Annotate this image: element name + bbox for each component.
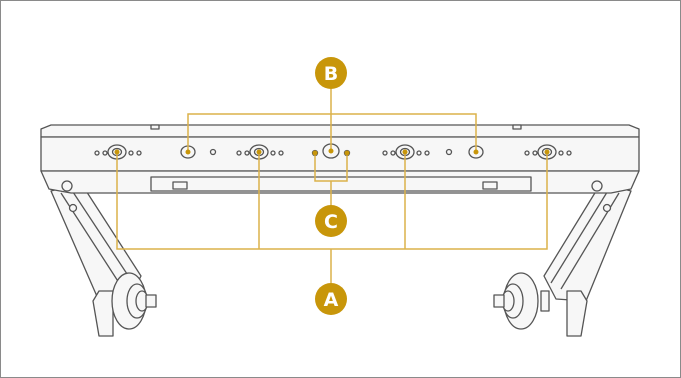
left-leg-inner-line [70, 188, 134, 284]
corner-screw [591, 180, 603, 192]
bar-top-face [40, 124, 640, 138]
callout-a: A [315, 283, 347, 315]
leader-dot [114, 149, 120, 155]
top-tab [150, 124, 160, 130]
corner-screw [61, 180, 73, 192]
callout-c: C [315, 205, 347, 237]
callout-b-label: B [324, 63, 338, 85]
pin-hole [445, 148, 453, 156]
leader-dot [256, 149, 262, 155]
top-tab [512, 124, 522, 130]
leader-dot [344, 150, 350, 156]
callout-c-label: C [324, 211, 338, 233]
leader-line-c [314, 153, 348, 207]
right-leg-inner-line [550, 188, 610, 284]
corner-screw [602, 203, 612, 213]
leader-line-a [116, 152, 548, 283]
callout-b: B [315, 57, 347, 89]
leader-dot [544, 149, 550, 155]
right-leg [543, 182, 632, 302]
left-wheel [92, 272, 157, 337]
corner-screw [68, 203, 78, 213]
rail-slot [482, 181, 498, 190]
rail-slot [172, 181, 188, 190]
bar-center-rail [150, 176, 532, 192]
pin-hole [209, 148, 217, 156]
right-wheel [493, 272, 588, 337]
leader-dot [402, 149, 408, 155]
leader-dot [328, 148, 334, 154]
leader-dot [312, 150, 318, 156]
leader-dot [185, 149, 191, 155]
leader-dot [473, 149, 479, 155]
leader-line-b [187, 89, 477, 152]
callout-a-label: A [324, 289, 339, 311]
